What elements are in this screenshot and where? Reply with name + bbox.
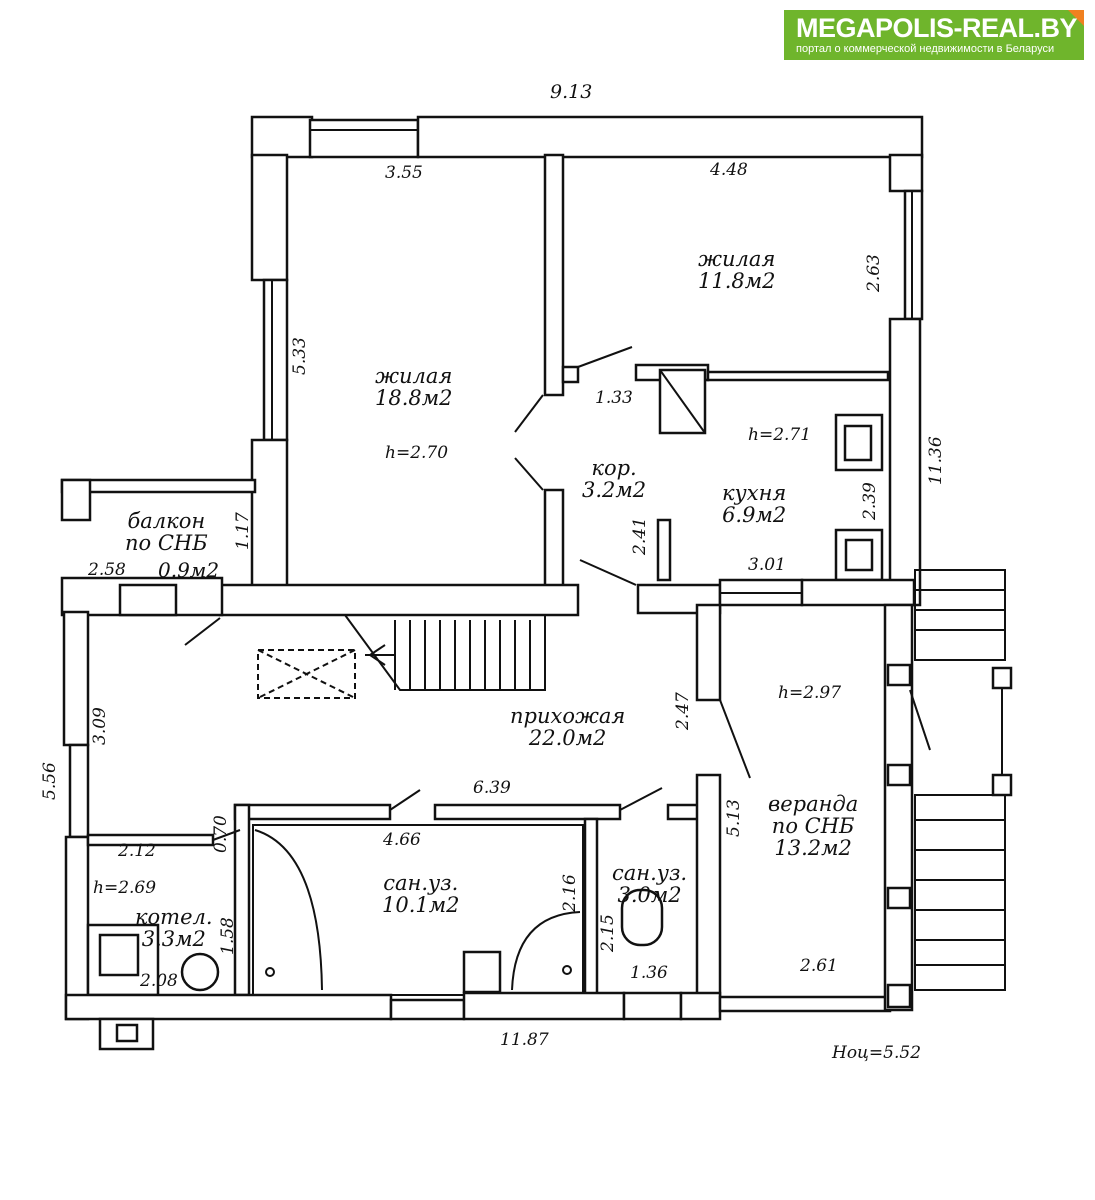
room-label-bath2: сан.уз.3.0м2 (612, 861, 688, 908)
wall (800, 578, 916, 607)
sink (834, 528, 884, 582)
total-height: Ноц=5.52 (832, 1043, 922, 1063)
wall (233, 803, 392, 821)
dim-door: 0.70 (211, 815, 231, 853)
wall (62, 610, 90, 747)
dim-balcony-height: 1.17 (233, 512, 253, 550)
balcony-door (118, 583, 178, 617)
dim-corridor-height: 2.41 (630, 517, 650, 555)
dim-veranda-height: 5.13 (724, 799, 744, 837)
wall (695, 773, 722, 1002)
wall (218, 583, 580, 617)
room-height: h=2.71 (748, 425, 812, 445)
window (68, 743, 90, 839)
wall (561, 365, 580, 384)
room-label-corridor: кор.3.2м2 (582, 456, 647, 503)
room-height: h=2.70 (385, 443, 449, 463)
logo-name: MEGAPOLIS-REAL.BY (796, 13, 1078, 43)
dim-balcony-width: 2.58 (88, 560, 126, 580)
toilet (620, 888, 664, 947)
dim-hall-depth: 2.47 (673, 692, 693, 730)
dim-hall-width: 6.39 (473, 778, 511, 798)
dim-bath1-height: 2.16 (560, 874, 580, 912)
balcony-area: 0.9м2 (158, 558, 220, 582)
washbasin (462, 950, 502, 994)
wall (250, 438, 289, 592)
wall (64, 993, 393, 1021)
dim-corridor-width: 1.33 (595, 388, 633, 408)
window (262, 278, 289, 442)
dim-bath2-width: 1.36 (630, 963, 668, 983)
megapolis-logo[interactable]: MEGAPOLIS-REAL.BY портал о коммерческой … (784, 10, 1084, 60)
wall (64, 835, 90, 1021)
dim-bath-width: 4.66 (383, 830, 421, 850)
wall (543, 153, 565, 397)
wall (583, 817, 599, 997)
wall (250, 115, 314, 159)
wall (233, 803, 251, 997)
outside-stairs (914, 569, 1013, 991)
dim-living2-width: 4.48 (710, 160, 748, 180)
dim-right-total: 11.36 (926, 436, 946, 485)
dim-left-total: 5.56 (40, 762, 60, 800)
dim-bottom-total: 11.87 (500, 1030, 549, 1050)
wall (250, 153, 289, 282)
room-height: h=2.69 (93, 878, 157, 898)
window (718, 995, 892, 1013)
room-height: h=2.97 (778, 683, 842, 703)
wall (888, 317, 922, 607)
wall (433, 803, 622, 821)
dim-kitchen-width: 3.01 (748, 555, 786, 575)
dim-boiler-width2: 2.08 (140, 971, 178, 991)
wall (695, 603, 722, 702)
wall (656, 518, 672, 582)
dim-veranda-width: 2.61 (800, 956, 838, 976)
dim-kitchen-height: 2.39 (860, 482, 880, 520)
dim-hall-height: 3.09 (90, 707, 110, 745)
room-label-bath1: сан.уз.10.1м2 (382, 871, 460, 918)
dim-top-total: 9.13 (550, 81, 593, 103)
window (903, 189, 924, 321)
wall (543, 488, 565, 588)
dim-boiler-height: 1.58 (218, 917, 238, 955)
bathtub-arc (254, 829, 323, 991)
boiler-tank (180, 952, 220, 992)
room-label-boiler: котел.3.3м2 (135, 905, 213, 952)
dim-living1-width: 3.55 (385, 163, 423, 183)
staircase (344, 614, 546, 691)
dim-living2-height: 2.63 (864, 254, 884, 292)
wall (706, 370, 890, 382)
wall (462, 991, 626, 1021)
logo-corner (1068, 10, 1084, 26)
wall (888, 153, 924, 193)
dim-bath2-height: 2.15 (598, 914, 618, 952)
wall (679, 991, 722, 1021)
dim-boiler-width: 2.12 (118, 841, 156, 861)
logo-tagline: портал о коммерческой недвижимости в Бел… (796, 43, 1055, 55)
window (622, 991, 683, 1021)
window (308, 118, 420, 159)
window (389, 998, 466, 1021)
wall (666, 803, 700, 821)
wall (416, 115, 924, 159)
hatch (257, 649, 356, 699)
dim-living1-height: 5.33 (290, 337, 310, 375)
wall (60, 478, 92, 522)
